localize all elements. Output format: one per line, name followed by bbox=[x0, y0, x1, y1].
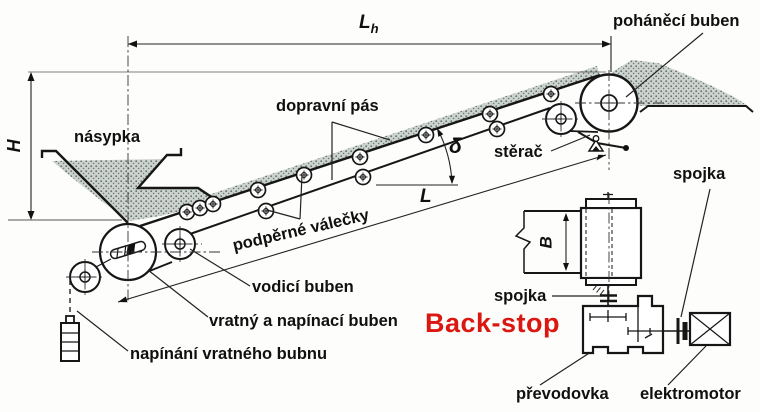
return-drum-label: vratný a napínací buben bbox=[209, 312, 398, 330]
dimension-lh bbox=[128, 36, 612, 72]
backstop-label: Back-stop bbox=[425, 308, 561, 338]
electromotor-symbol bbox=[688, 311, 732, 347]
hopper-material bbox=[52, 159, 216, 221]
angle-delta-label: δ bbox=[449, 135, 462, 158]
dimension-b bbox=[563, 213, 569, 271]
dimension-h bbox=[27, 72, 35, 220]
gearbox-label: převodovka bbox=[516, 385, 609, 403]
takeup-pulley bbox=[69, 258, 112, 318]
dim-h-label: H bbox=[4, 139, 25, 153]
coupling-label-left: spojka bbox=[494, 287, 547, 305]
motor-label: elektromotor bbox=[640, 385, 741, 403]
motor-coupling bbox=[676, 318, 688, 344]
counterweight bbox=[60, 315, 80, 362]
belt-label: dopravní pás bbox=[276, 97, 379, 115]
gearbox-outline bbox=[581, 294, 665, 355]
break-symbol bbox=[514, 211, 532, 273]
hopper-label: násypka bbox=[74, 128, 141, 146]
reference-lines bbox=[8, 71, 606, 221]
drive-unit-schematic bbox=[514, 192, 732, 355]
dim-lh-main: L bbox=[359, 12, 371, 33]
discharge-platform bbox=[639, 105, 754, 113]
dimension-l bbox=[117, 154, 607, 303]
hopper-outline bbox=[40, 148, 217, 224]
dim-b-label: B bbox=[536, 236, 556, 249]
gearbox-internals bbox=[589, 298, 662, 342]
dim-lh-sub: h bbox=[370, 20, 379, 36]
backstop-coupling bbox=[592, 284, 617, 303]
coupling-label-right: spojka bbox=[673, 165, 726, 183]
belt-scraper bbox=[577, 131, 629, 152]
scraper-label: stěrač bbox=[494, 143, 543, 161]
dim-l-label: L bbox=[420, 186, 432, 207]
angle-delta-annotation bbox=[376, 127, 458, 186]
centerlines bbox=[66, 36, 666, 302]
tension-label: napínání vratného bubnu bbox=[130, 345, 328, 363]
drive-drum-label: poháněcí buben bbox=[613, 12, 740, 30]
belt-plan-edges bbox=[524, 210, 581, 274]
drum-plan bbox=[579, 198, 643, 286]
dim-lh-label: Lh bbox=[359, 12, 379, 36]
leader-lines bbox=[76, 32, 711, 386]
guide-drum-label: vodicí buben bbox=[252, 278, 354, 296]
discharge-pile bbox=[612, 60, 748, 106]
